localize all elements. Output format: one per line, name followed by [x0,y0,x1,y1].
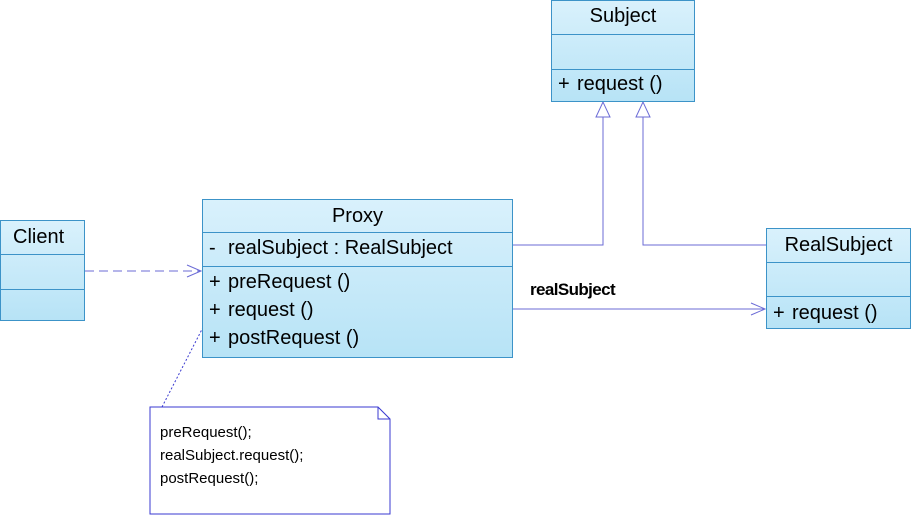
operation-text: request () [792,302,878,324]
attribute-text: realSubject : RealSubject [228,237,453,259]
association-proxy-realsubject[interactable] [512,302,767,316]
operation-request: + request () [558,71,663,98]
operation-text: request () [577,73,663,95]
operation-prerequest: + preRequest () [209,269,350,296]
visibility-marker: - [209,237,216,259]
class-name: Client [13,226,65,248]
attributes-compartment [767,262,910,296]
visibility-marker: + [558,73,570,95]
operation-text: request () [228,299,314,321]
note-shape[interactable] [149,406,391,515]
note-anchor-line [161,305,215,408]
attribute-realsubject: -realSubject : RealSubject [209,235,453,262]
operation-request: + request () [209,297,314,324]
visibility-marker: + [773,302,785,324]
operation-text: preRequest () [228,271,351,293]
association-label: realSubject [530,280,616,299]
class-proxy[interactable]: Proxy -realSubject : RealSubject + preReq… [202,199,513,358]
class-client[interactable]: Client [0,220,85,321]
operation-request: + request () [773,300,878,327]
generalization-proxy-subject[interactable] [512,100,611,246]
note-line: preRequest(); [160,424,252,441]
visibility-marker: + [209,327,221,349]
class-name: Proxy [331,205,384,227]
operations-compartment: + request () [552,69,694,101]
attributes-compartment [1,254,84,289]
attributes-compartment: -realSubject : RealSubject [203,232,512,266]
operations-compartment [1,289,84,320]
class-name: RealSubject [784,234,893,256]
note-line: postRequest(); [160,470,259,487]
class-realsubject[interactable]: RealSubject + request () [766,228,911,329]
dependency-client-proxy[interactable] [85,264,203,278]
operations-compartment: + request () [767,296,910,328]
note-line: realSubject.request(); [160,447,304,464]
operation-postrequest: + postRequest () [209,325,359,352]
visibility-marker: + [209,271,221,293]
operation-text: postRequest () [228,327,360,349]
class-subject[interactable]: Subject + request () [551,0,695,102]
operations-compartment: + preRequest () + request () + postRequest … [203,266,512,357]
generalization-realsubject-subject[interactable] [635,100,767,246]
class-name: Subject [589,5,657,27]
visibility-marker: + [209,299,221,321]
note: preRequest(); realSubject.request(); pos… [150,407,390,514]
attributes-compartment [552,34,694,69]
